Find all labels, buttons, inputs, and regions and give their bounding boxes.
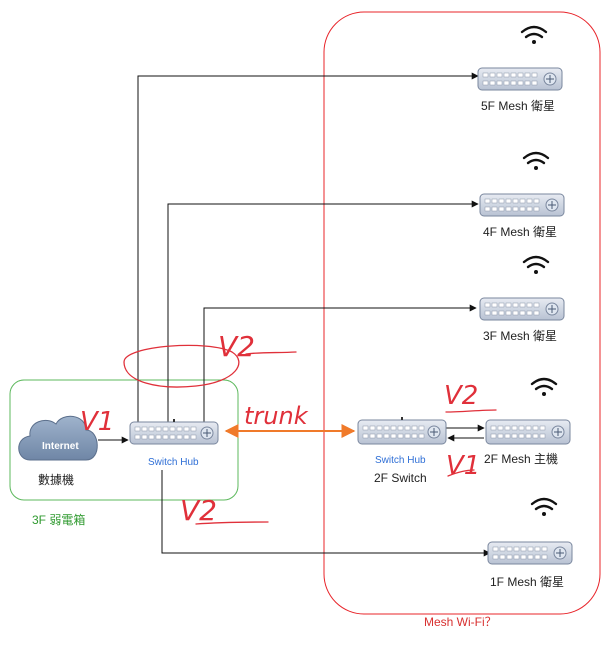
mesh-node-2f-main: 2F Mesh 主機 (484, 377, 571, 466)
switch-2f-device-label: Switch Hub (375, 455, 426, 466)
annotation-v1-right: V1 (446, 451, 480, 481)
annotation-v2-right: V2 (444, 381, 478, 411)
link-to-4f (167, 200, 479, 422)
v2-right-underline (445, 409, 497, 413)
weak-box-group (9, 379, 239, 501)
router-icon (487, 541, 573, 565)
router-icon (479, 297, 565, 321)
v2-scribble-loop (123, 344, 240, 388)
router-icon (477, 67, 563, 91)
annotation-v1-left: V1 (80, 407, 114, 437)
mesh-wifi-group-box (323, 11, 601, 615)
wifi-icon (530, 497, 558, 516)
mesh-node-5f: 5F Mesh 衛星 (477, 25, 563, 113)
v2-scribble-underline (245, 351, 297, 355)
mesh-node-1f: 1F Mesh 衛星 (487, 497, 573, 589)
connection-lines (98, 72, 491, 557)
switch-hub-label: Switch Hub (148, 457, 199, 468)
cloud-icon: Internet (18, 415, 98, 461)
annotation-v2-bottom: V2 (180, 494, 217, 527)
wifi-icon (522, 151, 550, 170)
mesh-node-label: 3F Mesh 衛星 (483, 329, 557, 343)
router-icon (479, 193, 565, 217)
handwritten-annotations (123, 344, 497, 525)
mesh-node-4f: 4F Mesh 衛星 (479, 151, 565, 239)
switch-hub-3f: Switch Hub (129, 419, 219, 468)
switch-2f-caption: 2F Switch (374, 471, 427, 485)
modem-label: 數據機 (38, 472, 74, 487)
switch-icon (357, 417, 447, 445)
switch-hub-2f: Switch Hub 2F Switch (357, 417, 447, 485)
annotation-trunk: trunk (244, 402, 309, 430)
wifi-icon (520, 25, 548, 44)
v2-bottom-underline (195, 521, 269, 525)
link-to-5f (137, 72, 479, 422)
link-to-1f (161, 470, 491, 557)
weak-box-label: 3F 弱電箱 (32, 512, 85, 527)
v1-right-underline (447, 469, 475, 477)
wifi-icon (522, 255, 550, 274)
link-to-3f (203, 304, 477, 422)
mesh-node-label: 2F Mesh 主機 (484, 451, 558, 466)
mesh-node-label: 5F Mesh 衛星 (481, 99, 555, 113)
mesh-node-label: 1F Mesh 衛星 (490, 575, 564, 589)
router-icon (485, 419, 571, 445)
wifi-icon (530, 377, 558, 396)
mesh-node-3f: 3F Mesh 衛星 (479, 255, 565, 343)
switch-icon (129, 419, 219, 445)
annotation-v2-top: V2 (218, 330, 255, 363)
mesh-node-label: 4F Mesh 衛星 (483, 225, 557, 239)
mesh-wifi-label: Mesh Wi-Fi？ (424, 615, 497, 629)
internet-label: Internet (42, 441, 79, 452)
